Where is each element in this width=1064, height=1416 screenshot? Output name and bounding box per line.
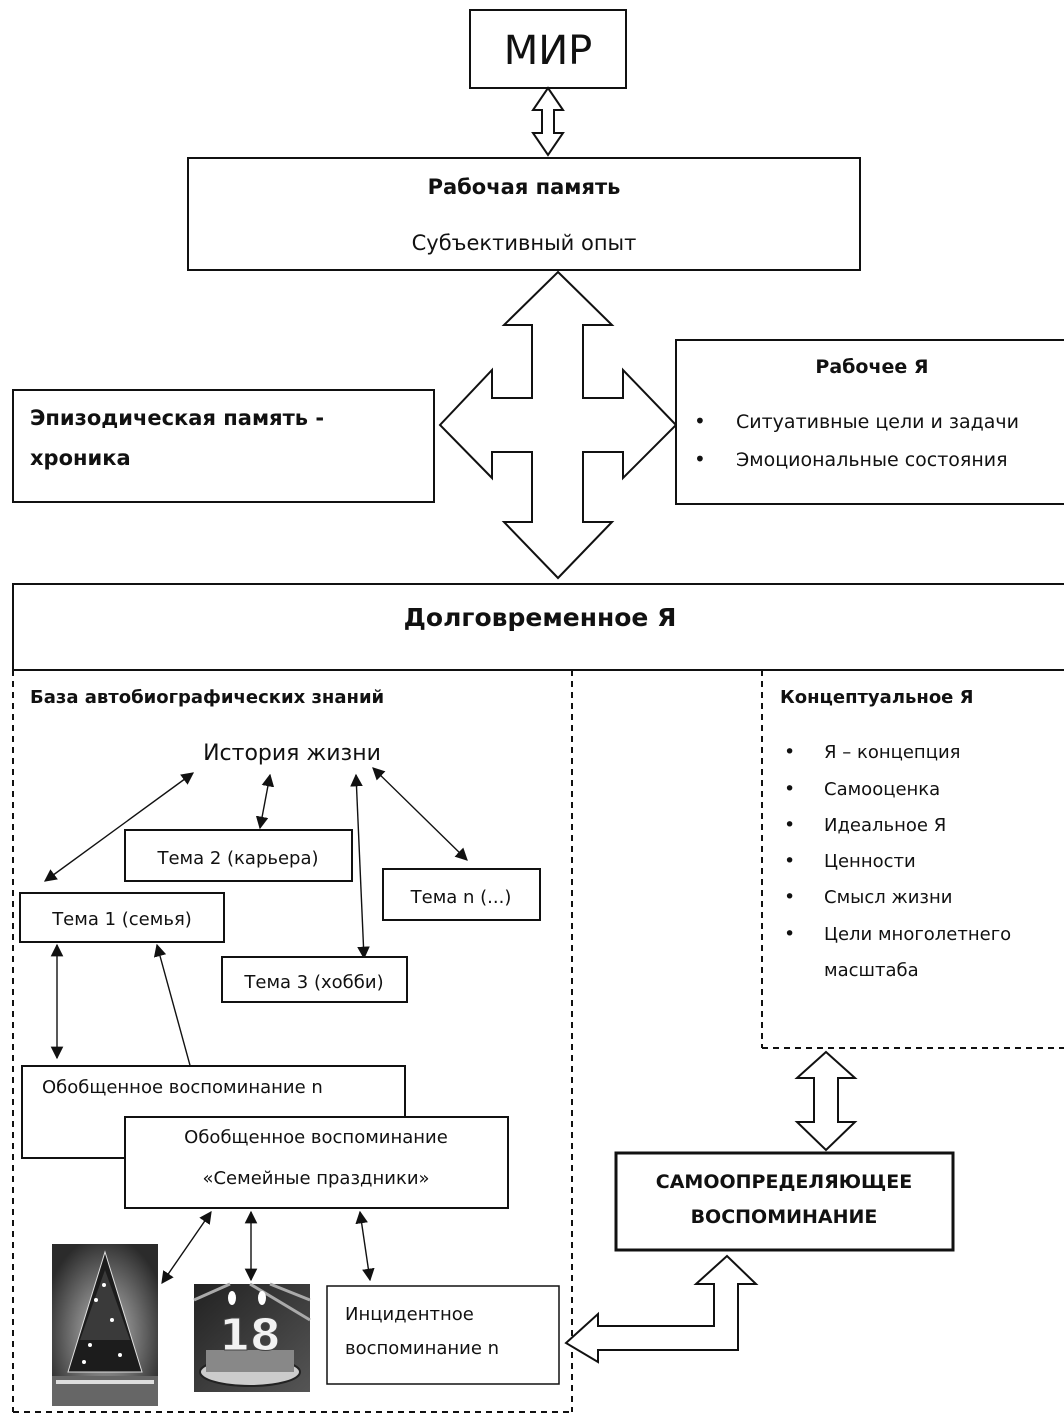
conceptual-self-item: Я – концепция [824, 742, 960, 763]
long-term-self-title: Долговременное Я [404, 603, 677, 632]
conceptual-self-item: Смысл жизни [824, 887, 952, 908]
bullet-icon: • [784, 778, 795, 800]
conceptual-self-item: Самооценка [824, 779, 940, 800]
conceptual-self-defining-arrow [794, 1050, 858, 1152]
bullet-icon: • [784, 886, 795, 908]
incident-memory-line1: Инцидентное [345, 1304, 474, 1325]
working-self-item: Ситуативные цели и задачи [736, 411, 1019, 433]
theme3-label: Тема 3 (хобби) [243, 972, 383, 993]
autobio-base-title: База автобиографических знаний [30, 687, 384, 708]
cake-candle-digits: 18 [219, 1310, 280, 1361]
general-memory-holiday-line2: «Семейные праздники» [202, 1168, 429, 1189]
working-memory-subtitle: Субъективный опыт [412, 231, 637, 255]
photo-christmas-tree [52, 1244, 158, 1406]
incident-self-defining-arrow [564, 1254, 759, 1364]
working-self-item: Эмоциональные состояния [736, 449, 1008, 471]
episodic-line1: Эпизодическая память - [30, 406, 324, 430]
incident-memory-box: Инцидентное воспоминание n [326, 1285, 560, 1385]
conceptual-self-title: Концептуальное Я [780, 687, 974, 708]
conceptual-self-item: Ценности [824, 851, 916, 872]
bullet-icon: • [694, 447, 706, 471]
working-self-title: Рабочее Я [815, 356, 928, 378]
mir-box: МИР [469, 9, 627, 89]
general-memory-holiday-line1: Обобщенное воспоминание [184, 1127, 448, 1148]
theme1-box: Тема 1 (семья) [19, 892, 225, 943]
working-memory-title: Рабочая память [428, 175, 621, 199]
self-defining-line2: ВОСПОМИНАНИЕ [691, 1206, 878, 1228]
four-way-arrow [438, 270, 678, 580]
dashed-regions [12, 670, 1064, 1413]
bullet-icon: • [694, 409, 706, 433]
theme-n-label: Тема n (...) [410, 887, 512, 908]
self-defining-memory-box: САМООПРЕДЕЛЯЮЩЕЕ ВОСПОМИНАНИЕ [614, 1151, 955, 1252]
self-defining-line1: САМООПРЕДЕЛЯЮЩЕЕ [656, 1171, 912, 1193]
bullet-icon: • [784, 923, 795, 945]
long-term-self-box: Долговременное Я [12, 583, 1064, 671]
working-memory-box: Рабочая память Субъективный опыт [187, 157, 861, 271]
photo-birthday-cake: 18 [193, 1282, 311, 1392]
mir-label: МИР [504, 28, 593, 74]
episodic-line2: хроника [30, 446, 131, 470]
life-story-label: История жизни [203, 741, 381, 766]
conceptual-self-item: Цели многолетнего [824, 924, 1011, 945]
life-story-connectors [43, 767, 468, 960]
general-memory-holiday-box: Обобщенное воспоминание «Семейные праздн… [124, 1116, 509, 1209]
bullet-icon: • [784, 850, 795, 872]
bullet-icon: • [784, 814, 795, 836]
specific-memory-connectors [161, 1210, 375, 1285]
conceptual-self: Концептуальное Я • Я – концепция • Самоо… [780, 687, 1011, 981]
theme3-box: Тема 3 (хобби) [221, 956, 408, 1003]
conceptual-self-item-continuation: масштаба [824, 960, 919, 981]
mir-working-memory-arrow [531, 86, 565, 157]
general-memory-n-box: Обобщенное воспоминание n [21, 1065, 406, 1159]
episodic-memory-box: Эпизодическая память - хроника [12, 389, 435, 503]
bullet-icon: • [784, 741, 795, 763]
conceptual-self-item: Идеальное Я [824, 815, 946, 836]
general-memory-n-label: Обобщенное воспоминание n [42, 1077, 323, 1098]
theme2-label: Тема 2 (карьера) [156, 848, 318, 869]
working-self-box: Рабочее Я • Ситуативные цели и задачи • … [675, 339, 1064, 505]
theme1-label: Тема 1 (семья) [51, 909, 192, 930]
theme2-box: Тема 2 (карьера) [124, 829, 353, 882]
theme-n-box: Тема n (...) [382, 868, 541, 921]
incident-memory-line2: воспоминание n [345, 1338, 499, 1359]
